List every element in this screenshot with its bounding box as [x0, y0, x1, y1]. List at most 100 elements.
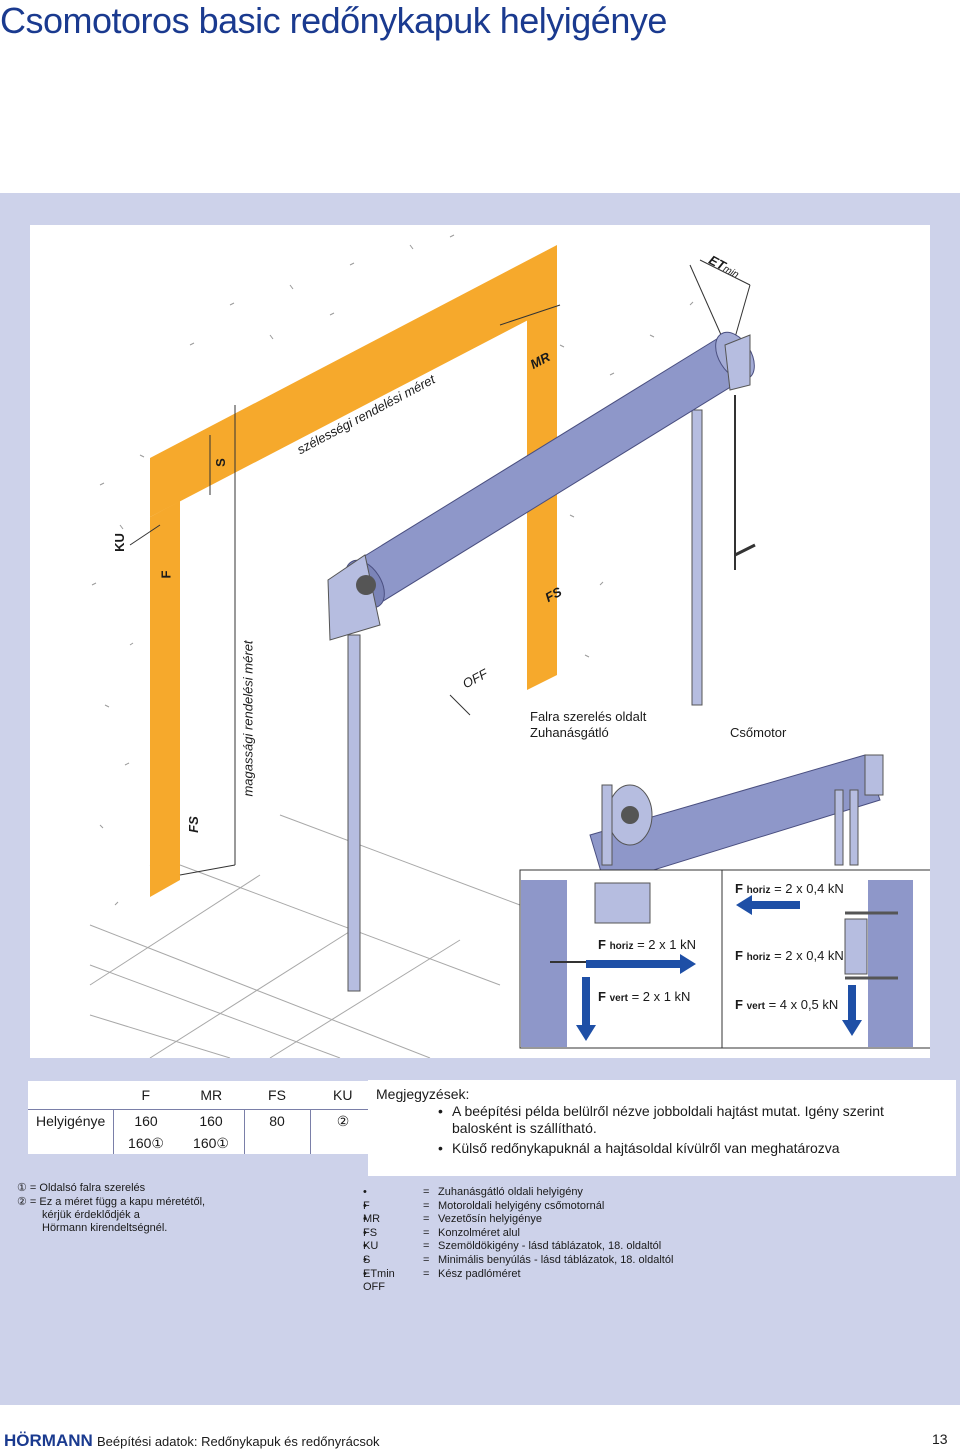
legend-value: Motoroldali helyigény csőmotornál [438, 1199, 605, 1212]
table-row: 160① 160① [28, 1132, 376, 1154]
legend-equals: = [423, 1213, 430, 1226]
table-cell: 160① [112, 1132, 179, 1154]
footnote-1: ① = Oldalsó falra szerelés [17, 1182, 146, 1194]
table-cell: 160 [112, 1109, 179, 1132]
force-symbol: F [598, 937, 606, 952]
legend-equals: = [423, 1253, 430, 1266]
table-header-fs: FS [244, 1081, 310, 1110]
force-diagram-right [721, 869, 945, 1049]
table-cell: 160① [193, 1134, 229, 1151]
wall-opening-frame [150, 245, 557, 897]
page-number: 13 [932, 1431, 948, 1447]
legend-key-text: ETmin [363, 1267, 395, 1280]
installation-diagram [89, 234, 945, 1059]
force-subscript: horiz [609, 941, 634, 952]
force-value: = 4 x 0,5 kN [768, 997, 839, 1012]
guide-rails [347, 409, 703, 992]
table-cell: 80 [243, 1109, 310, 1132]
detail-title-line1: Falra szerelés oldalt [530, 709, 647, 724]
dim-label-fs-bottom: FS [185, 816, 201, 833]
footer-text: Beépítési adatok: Redőnykapuk és redőnyr… [97, 1434, 380, 1449]
installation-diagram-panel: ETmin MR S szélességi rendelési méret KU… [30, 225, 945, 1059]
legend-key: • MR [363, 1199, 381, 1226]
force-subscript: horiz [746, 952, 771, 963]
legend-key: • OFF [363, 1267, 385, 1294]
motor-detail-drawing [589, 754, 884, 886]
table-cell [309, 1132, 376, 1154]
table-header-f: F [113, 1081, 179, 1110]
force-right-middle: F horiz = 2 x 0,4 kN [735, 948, 844, 963]
legend-equals: = [423, 1199, 430, 1212]
footnote-2-cont: kérjük érdeklődjék a [42, 1209, 140, 1221]
force-symbol: F [735, 948, 743, 963]
note-item: • Külső redőnykapuknál a hajtásoldal kív… [438, 1140, 942, 1157]
force-symbol: F [735, 881, 743, 896]
legend-value: Konzolméret alul [438, 1226, 520, 1239]
force-subscript: horiz [746, 885, 771, 896]
legend-key: • FS [363, 1213, 378, 1239]
legend-key: • KU [363, 1226, 379, 1253]
hormann-logo: HÖRMANN [4, 1431, 93, 1450]
dim-label-height-order: magassági rendelési méret [240, 640, 256, 797]
notes-box: Megjegyzések: • A beépítési példa belülr… [368, 1080, 956, 1176]
force-diagram-left [519, 869, 723, 1049]
space-requirement-table: F MR FS KU Helyigénye 160 160 80 ② 160① … [28, 1081, 376, 1154]
legend-key-text: MR [363, 1213, 381, 1226]
force-subscript: vert [609, 993, 628, 1004]
legend-key-text: S [363, 1253, 371, 1266]
bullet-icon: • [438, 1103, 443, 1119]
page-footer: HÖRMANN Beépítési adatok: Redőnykapuk és… [0, 1425, 960, 1454]
page-title: Csomotoros basic redőnykapuk helyigénye [0, 0, 667, 41]
legend-equals: = [423, 1226, 430, 1239]
wall-texture [91, 234, 694, 906]
detail-title-line2: Zuhanásgátló [530, 725, 609, 740]
note-text: Külső redőnykapuknál a hajtásoldal kívül… [452, 1140, 840, 1156]
legend-key-text: FS [363, 1226, 378, 1239]
table-header-row: F MR FS KU [28, 1081, 376, 1110]
legend-equals: = [423, 1267, 430, 1280]
dim-label-ku: KU [111, 533, 127, 552]
table-header-mr: MR [178, 1081, 244, 1110]
force-value: = 2 x 1 kN [631, 989, 691, 1004]
force-right-top: F horiz = 2 x 0,4 kN [735, 881, 844, 896]
force-right-vertical: F vert = 4 x 0,5 kN [735, 997, 838, 1012]
force-left-vertical: F vert = 2 x 1 kN [598, 989, 690, 1004]
legend-value: Minimális benyúlás - lásd táblázatok, 18… [438, 1253, 674, 1266]
table-row-label [28, 1132, 113, 1154]
roller-tube [327, 331, 756, 641]
force-symbol: F [598, 989, 606, 1004]
table-row: Helyigénye 160 160 80 ② [28, 1109, 376, 1132]
legend-value: Zuhanásgátló oldali helyigény [438, 1186, 583, 1198]
force-value: = 2 x 0,4 kN [774, 948, 844, 963]
table-cell: ② [309, 1109, 376, 1132]
note-item: • A beépítési példa belülről nézve jobbo… [438, 1103, 942, 1137]
legend-value: Vezetősín helyigénye [438, 1213, 542, 1226]
table-cell: 160 [199, 1113, 223, 1129]
table-corner [28, 1081, 113, 1110]
bullet-icon: • [438, 1140, 443, 1156]
detail-motor-label: Csőmotor [730, 725, 787, 740]
legend-key-text: OFF [363, 1281, 385, 1294]
force-value: = 2 x 1 kN [637, 937, 696, 952]
legend-equals: = [423, 1240, 430, 1253]
legend-key: • ETmin [363, 1253, 395, 1280]
dim-label-f: F [158, 570, 174, 579]
table-cell [243, 1132, 310, 1154]
legend-value: Szemöldökigény - lásd táblázatok, 18. ol… [438, 1240, 662, 1253]
table-row-label: Helyigénye [36, 1113, 106, 1129]
force-symbol: F [735, 997, 743, 1012]
footnote-2-cont: Hörmann kirendeltségnél. [42, 1222, 168, 1234]
legend-equals: = [423, 1186, 430, 1198]
footnote-2: ② = Ez a méret függ a kapu méretétől, [17, 1196, 206, 1208]
note-text: A beépítési példa belülről nézve jobbold… [452, 1103, 884, 1136]
legend-value: Kész padlóméret [438, 1267, 521, 1280]
force-subscript: vert [746, 1001, 765, 1012]
legend-key-text: KU [363, 1240, 379, 1253]
dim-label-s: S [212, 458, 228, 467]
notes-title: Megjegyzések: [376, 1086, 470, 1102]
floor-tiles [89, 814, 521, 1059]
force-left-horizontal: F horiz = 2 x 1 kN [598, 937, 696, 952]
legend-key: • F [363, 1186, 370, 1212]
table-header-ku: KU [310, 1081, 376, 1110]
force-value: = 2 x 0,4 kN [774, 881, 844, 896]
